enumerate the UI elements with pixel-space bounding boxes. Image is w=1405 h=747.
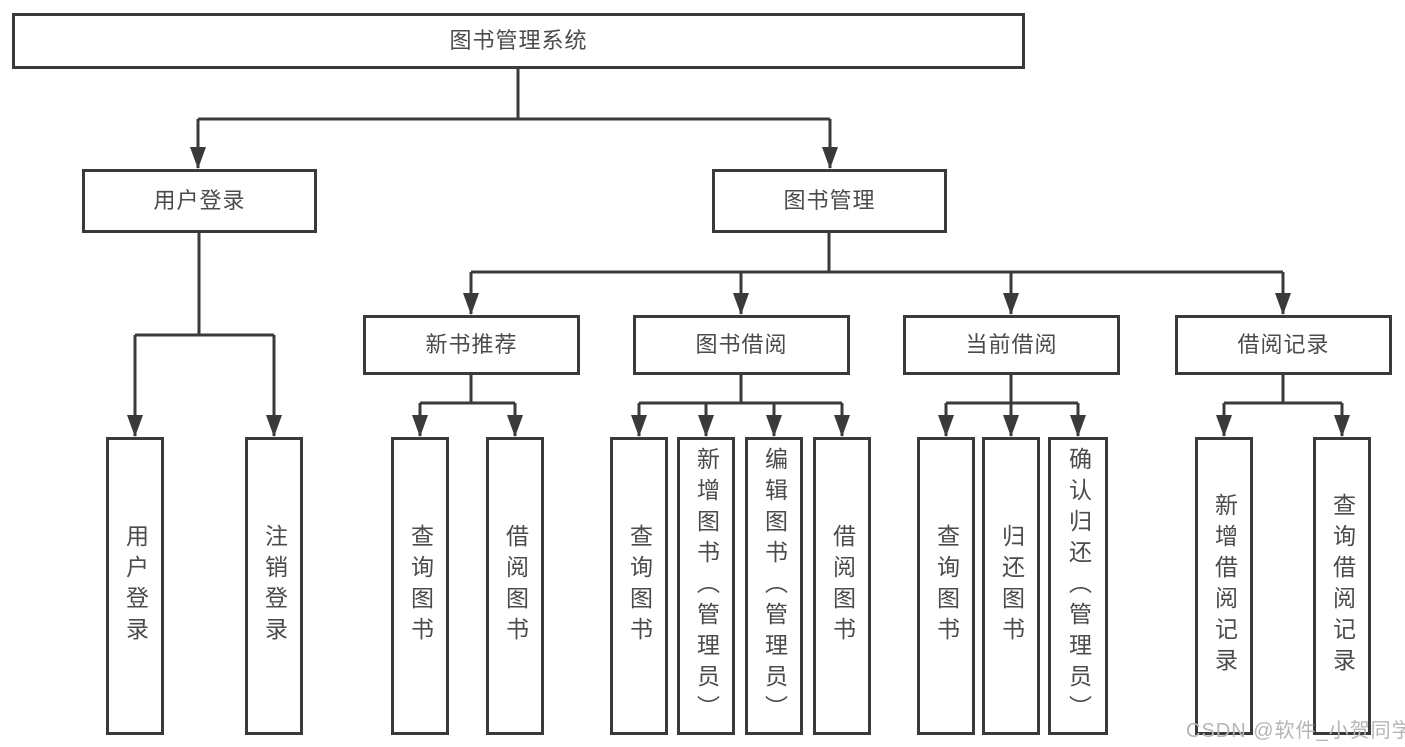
leaf-return-books: 归还图书	[982, 437, 1040, 735]
leaf-edit-books-admin: 编辑图书（管理员）	[745, 437, 803, 735]
arrow-down-icon	[631, 415, 647, 437]
arrow-down-icon	[1003, 293, 1019, 315]
arrow-down-icon	[822, 147, 838, 169]
arrow-down-icon	[1070, 415, 1086, 437]
arrow-down-icon	[190, 147, 206, 169]
node-label: 借阅记录	[1237, 332, 1330, 357]
node-label: 图书管理	[783, 188, 876, 213]
leaf-logout: 注销登录	[245, 437, 303, 735]
node-label: 用户登录	[153, 188, 246, 213]
node-new-book-recommendation: 新书推荐	[363, 315, 580, 375]
leaf-query-borrow-record: 查询借阅记录	[1313, 437, 1371, 735]
arrow-down-icon	[938, 415, 954, 437]
tree-edges	[133, 68, 1344, 436]
node-label: 当前借阅	[965, 332, 1058, 357]
arrow-down-icon	[1275, 293, 1291, 315]
leaf-add-borrow-record: 新增借阅记录	[1195, 437, 1253, 735]
leaf-query-books-recommend: 查询图书	[391, 437, 449, 735]
leaf-label: 新增图书（管理员）	[693, 446, 720, 726]
arrow-down-icon	[507, 415, 523, 437]
node-label: 图书借阅	[695, 332, 788, 357]
leaf-label: 查询借阅记录	[1329, 493, 1356, 679]
leaf-query-books-current: 查询图书	[917, 437, 975, 735]
arrow-down-icon	[834, 415, 850, 437]
node-root-system: 图书管理系统	[12, 13, 1025, 69]
leaf-label: 借阅图书	[829, 524, 856, 648]
leaf-label: 借阅图书	[502, 524, 529, 648]
node-label: 图书管理系统	[449, 28, 588, 53]
leaf-label: 注销登录	[261, 524, 288, 648]
node-book-borrowing: 图书借阅	[633, 315, 850, 375]
arrow-down-icon	[266, 415, 282, 437]
leaf-label: 确认归还（管理员）	[1065, 446, 1092, 726]
leaf-label: 查询图书	[626, 524, 653, 648]
leaf-label: 用户登录	[122, 524, 149, 648]
leaf-borrow-books-borrowing: 借阅图书	[813, 437, 871, 735]
arrow-down-icon	[1003, 415, 1019, 437]
leaf-label: 新增借阅记录	[1211, 493, 1238, 679]
leaf-label: 查询图书	[407, 524, 434, 648]
csdn-watermark: CSDN @软件_小贺同学	[1186, 720, 1405, 742]
leaf-add-books-admin: 新增图书（管理员）	[677, 437, 735, 735]
leaf-user-login: 用户登录	[106, 437, 164, 735]
arrow-down-icon	[733, 293, 749, 315]
arrow-down-icon	[412, 415, 428, 437]
node-book-management: 图书管理	[712, 169, 947, 233]
node-user-login: 用户登录	[82, 169, 317, 233]
arrow-down-icon	[766, 415, 782, 437]
arrowheads	[127, 147, 1350, 437]
leaf-borrow-books-recommend: 借阅图书	[486, 437, 544, 735]
arrow-down-icon	[1216, 415, 1232, 437]
node-label: 新书推荐	[425, 332, 518, 357]
leaf-query-books-borrowing: 查询图书	[610, 437, 668, 735]
arrow-down-icon	[1334, 415, 1350, 437]
arrow-down-icon	[698, 415, 714, 437]
arrow-down-icon	[127, 415, 143, 437]
leaf-label: 编辑图书（管理员）	[761, 446, 788, 726]
node-borrowing-records: 借阅记录	[1175, 315, 1392, 375]
leaf-label: 归还图书	[998, 524, 1025, 648]
node-current-borrowing: 当前借阅	[903, 315, 1120, 375]
leaf-label: 查询图书	[933, 524, 960, 648]
leaf-confirm-return-admin: 确认归还（管理员）	[1048, 437, 1108, 735]
arrow-down-icon	[463, 293, 479, 315]
